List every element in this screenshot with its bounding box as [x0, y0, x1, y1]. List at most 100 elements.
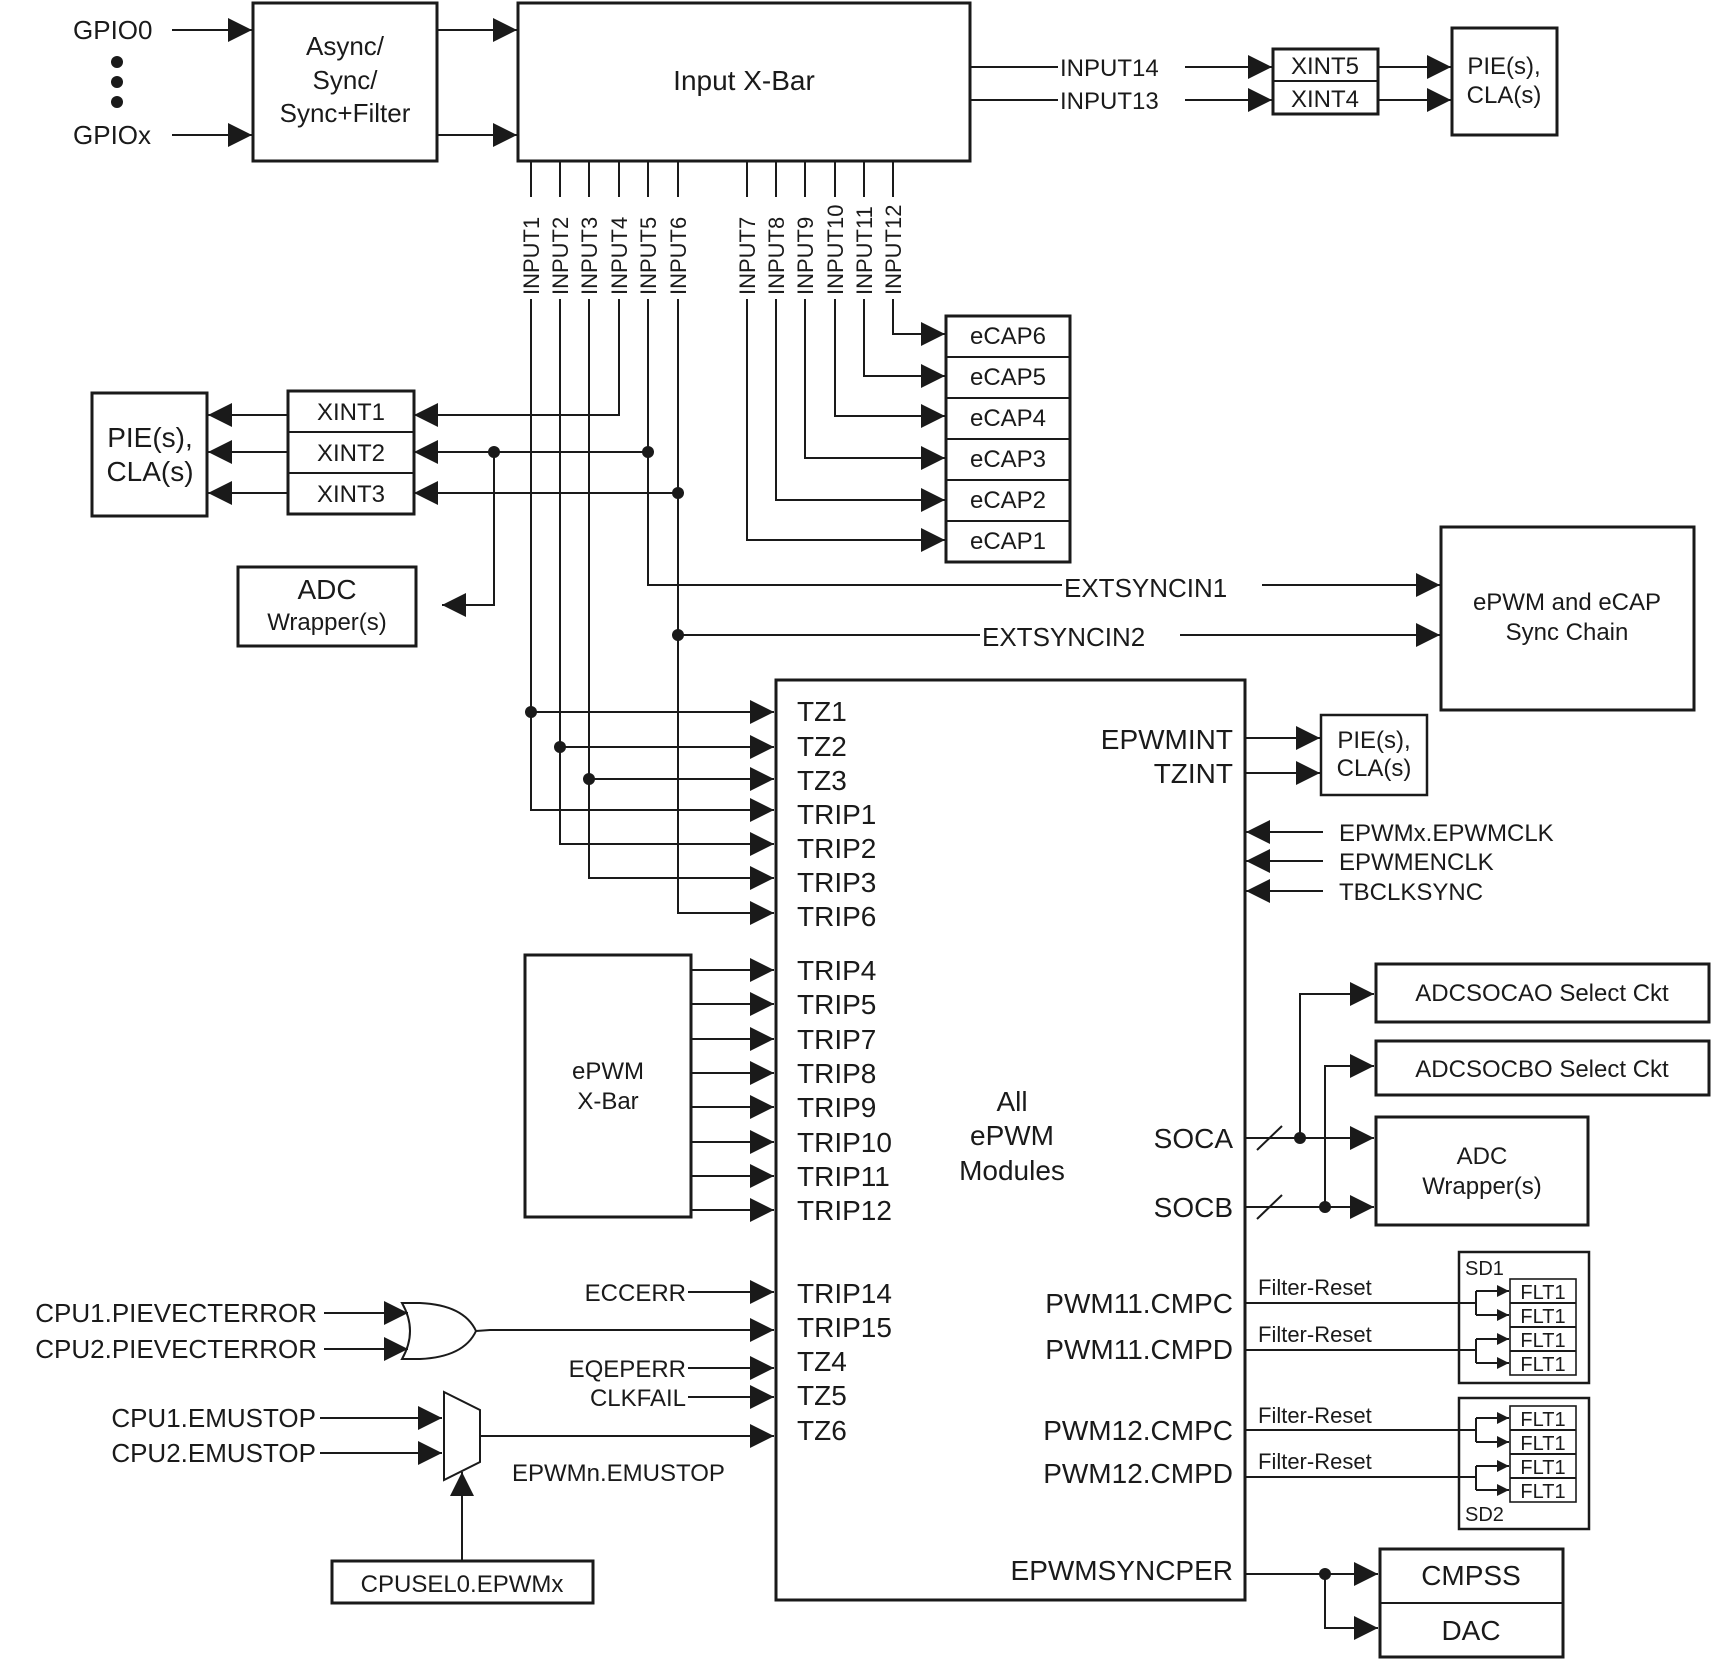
input8-label: INPUT8: [764, 217, 789, 295]
adcsoc-group: ADCSOCAO Select Ckt ADCSOCBO Select Ckt …: [1245, 962, 1711, 1227]
adc-left-line-1: ADC: [297, 574, 356, 605]
wire: [475, 1318, 774, 1342]
adcsoca-box: [1374, 962, 1711, 1024]
xint5-label: XINT5: [1291, 53, 1359, 80]
epwm-title-line-3: Modules: [959, 1155, 1065, 1186]
socb-label: SOCB: [1154, 1192, 1233, 1223]
trip4-label: TRIP4: [797, 955, 876, 986]
gpio-inputs: GPIO0 GPIOx: [73, 15, 252, 150]
wire: [746, 299, 945, 552]
flt1-label: FLT1: [1520, 1481, 1565, 1503]
ellipsis-dot: [111, 76, 123, 88]
junction-dot: [642, 446, 654, 458]
trip12-label: TRIP12: [797, 1195, 892, 1226]
input2-label: INPUT2: [548, 217, 573, 295]
clock-inputs: EPWMx.EPWMCLK EPWMENCLK TBCLKSYNC: [1246, 820, 1554, 906]
trip2-label: TRIP2: [797, 833, 876, 864]
adcsocb-label: ADCSOCBO Select Ckt: [1415, 1056, 1669, 1083]
trip5-label: TRIP5: [797, 989, 876, 1020]
wire: [442, 452, 495, 617]
emustop-group: CPU1.EMUSTOP CPU2.EMUSTOP EPWMn.EMUSTOP …: [111, 1390, 774, 1605]
adc-left-group: ADC Wrapper(s): [236, 565, 418, 648]
xint-left-group: XINT1 XINT2 XINT3 PIE(s), CLA(s): [90, 389, 416, 518]
sd2-label: SD2: [1465, 1504, 1504, 1526]
cpu1-pievecterror-label: CPU1.PIEVECTERROR: [35, 1298, 317, 1328]
trip11-label: TRIP11: [797, 1161, 890, 1192]
input14-label: INPUT14: [1060, 55, 1159, 82]
xint1-label: XINT1: [317, 399, 385, 426]
sd2-group: SD2 FLT1 FLT1 FLT1 FLT1 Filter-Reset Fil…: [1245, 1396, 1591, 1531]
pie-left-line-2: CLA(s): [106, 456, 193, 487]
epwm-title-line-1: All: [996, 1086, 1027, 1117]
ecap-routing: eCAP6 eCAP5 eCAP4 eCAP3 eCAP2 eCAP1: [746, 161, 1072, 564]
input11-label: INPUT11: [852, 206, 877, 295]
sd1-group: SD1 FLT1 FLT1 FLT1 FLT1 Filter-Reset Fil…: [1245, 1250, 1591, 1385]
dac-label: DAC: [1441, 1615, 1500, 1646]
cpu1-emustop-label: CPU1.EMUSTOP: [111, 1403, 316, 1433]
epwmint-label: EPWMINT: [1101, 724, 1233, 755]
filter-reset-label: Filter-Reset: [1258, 1322, 1372, 1347]
cpusel0-box: [330, 1559, 595, 1605]
tz6-label: TZ6: [797, 1415, 847, 1446]
clock-epwmenclk: EPWMENCLK: [1339, 849, 1494, 876]
xint4-label: XINT4: [1291, 86, 1359, 113]
adc-left-box: [236, 565, 418, 648]
junction-dot: [1319, 1201, 1331, 1213]
input4-label: INPUT4: [607, 217, 632, 295]
tz2-label: TZ2: [797, 731, 847, 762]
pie-int-line-1: PIE(s),: [1337, 727, 1410, 754]
wire: [677, 299, 774, 925]
trip1-label: TRIP1: [797, 799, 876, 830]
adcsoca-label: ADCSOCAO Select Ckt: [1415, 980, 1669, 1007]
tzint-label: TZINT: [1154, 758, 1233, 789]
eqeperr-label: EQEPERR: [569, 1356, 686, 1383]
sync-line-3: Sync+Filter: [280, 98, 411, 128]
pie-int-line-2: CLA(s): [1337, 755, 1412, 782]
wire: [775, 299, 945, 512]
mux-symbol: [443, 1390, 481, 1482]
pie-top-line-2: CLA(s): [1467, 82, 1542, 109]
adc-right-box: [1374, 1115, 1590, 1227]
xint3-label: XINT3: [317, 481, 385, 508]
clock-tbclksync: TBCLKSYNC: [1339, 879, 1483, 906]
wire: [1299, 982, 1374, 1138]
clkfail-label: CLKFAIL: [590, 1385, 686, 1412]
pie-left-box: [90, 391, 209, 518]
ellipsis-dot: [111, 96, 123, 108]
wire: [892, 299, 945, 346]
input12-label: INPUT12: [881, 205, 906, 295]
input-xbar-block: Input X-Bar: [516, 1, 972, 163]
junction-dot: [583, 773, 595, 785]
flt1-label: FLT1: [1520, 1433, 1565, 1455]
input9-label: INPUT9: [793, 217, 818, 295]
junction-dot: [672, 629, 684, 641]
adc-left-line-2: Wrapper(s): [267, 609, 387, 636]
extsyncin1-label: EXTSYNCIN1: [1064, 573, 1227, 603]
sync-chain-line-1: ePWM and eCAP: [1473, 589, 1661, 616]
junction-dot: [672, 487, 684, 499]
cpu2-pievecterror-label: CPU2.PIEVECTERROR: [35, 1334, 317, 1364]
xbar-output-labels: INPUT1 INPUT2 INPUT3 INPUT4 INPUT5 INPUT…: [519, 205, 906, 295]
filter-reset-label: Filter-Reset: [1258, 1403, 1372, 1428]
cpu2-emustop-label: CPU2.EMUSTOP: [111, 1438, 316, 1468]
wire: [1324, 1054, 1374, 1207]
tz4-label: TZ4: [797, 1346, 847, 1377]
trip3-label: TRIP3: [797, 867, 876, 898]
label-bg: [980, 621, 1180, 649]
wire: [530, 299, 774, 822]
filter-reset-label: Filter-Reset: [1258, 1275, 1372, 1300]
flt1-label: FLT1: [1520, 1306, 1565, 1328]
ellipsis-dot: [111, 56, 123, 68]
epwm-xbar-group: ePWM X-Bar: [523, 953, 774, 1222]
wire: [863, 299, 945, 388]
flt1-label: FLT1: [1520, 1457, 1565, 1479]
pie-left-line-1: PIE(s),: [107, 422, 193, 453]
wire: [1324, 1574, 1378, 1640]
adc-right-line-1: ADC: [1457, 1143, 1508, 1170]
tz5-label: TZ5: [797, 1380, 847, 1411]
input7-label: INPUT7: [735, 217, 760, 295]
wire: [559, 299, 774, 856]
ecap6-label: eCAP6: [970, 323, 1046, 350]
bus-slash: [1256, 1194, 1283, 1220]
